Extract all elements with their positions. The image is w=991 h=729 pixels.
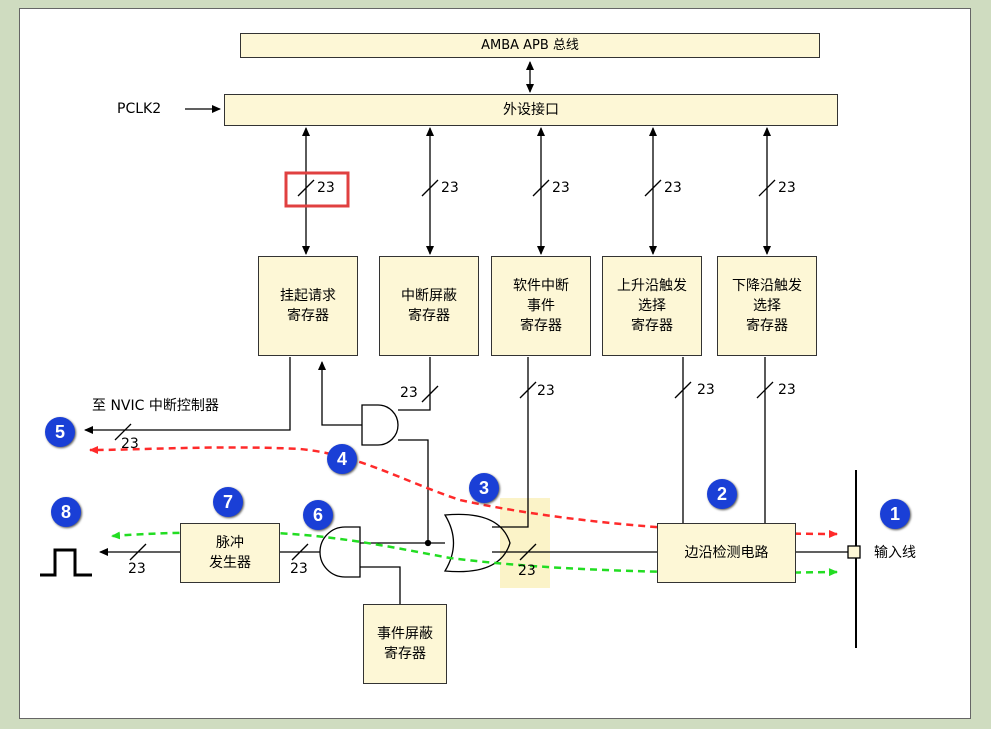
interrupt-path bbox=[89, 445, 838, 538]
bus-width-label: 23 bbox=[290, 561, 308, 577]
diagram-frame bbox=[19, 8, 971, 719]
bus-width-label: 23 bbox=[552, 180, 570, 196]
bus-width-label: 23 bbox=[778, 382, 796, 398]
event-mask-register: 事件屏蔽 寄存器 bbox=[363, 604, 447, 684]
bus-width-label: 23 bbox=[441, 180, 459, 196]
bus-width-label: 23 bbox=[128, 561, 146, 577]
pulse-generator: 脉冲 发生器 bbox=[180, 523, 280, 583]
bus-width-label: 23 bbox=[537, 383, 555, 399]
software-interrupt-event-register: 软件中断 事件 寄存器 bbox=[491, 256, 591, 356]
bus-width-label: 23 bbox=[697, 382, 715, 398]
highlight-box bbox=[284, 171, 350, 208]
amba-apb-bus: AMBA APB 总线 bbox=[240, 33, 820, 58]
badge-6: 6 bbox=[303, 500, 333, 530]
input-line-label: 输入线 bbox=[874, 545, 916, 561]
peripheral-interface: 外设接口 bbox=[224, 94, 838, 126]
bus-width-label: 23 bbox=[518, 563, 536, 579]
badge-1: 1 bbox=[880, 499, 910, 529]
bus-width-label: 23 bbox=[317, 180, 335, 196]
badge-2: 2 bbox=[707, 479, 737, 509]
bus-width-label: 23 bbox=[121, 436, 139, 452]
badge-5: 5 bbox=[45, 417, 75, 447]
pclk2-label: PCLK2 bbox=[117, 101, 162, 117]
bus-width-label: 23 bbox=[400, 385, 418, 401]
nvic-label: 至 NVIC 中断控制器 bbox=[92, 398, 219, 414]
bus-width-label: 23 bbox=[664, 180, 682, 196]
pending-request-register: 挂起请求 寄存器 bbox=[258, 256, 358, 356]
falling-trigger-register: 下降沿触发 选择 寄存器 bbox=[717, 256, 817, 356]
pulse-waveform-icon bbox=[40, 548, 92, 577]
rising-trigger-register: 上升沿触发 选择 寄存器 bbox=[602, 256, 702, 356]
badge-4: 4 bbox=[327, 444, 357, 474]
edge-detect-circuit: 边沿检测电路 bbox=[657, 523, 796, 583]
badge-3: 3 bbox=[469, 473, 499, 503]
badge-8: 8 bbox=[51, 497, 81, 527]
badge-7: 7 bbox=[213, 487, 243, 517]
bus-width-label: 23 bbox=[778, 180, 796, 196]
interrupt-mask-register: 中断屏蔽 寄存器 bbox=[379, 256, 479, 356]
